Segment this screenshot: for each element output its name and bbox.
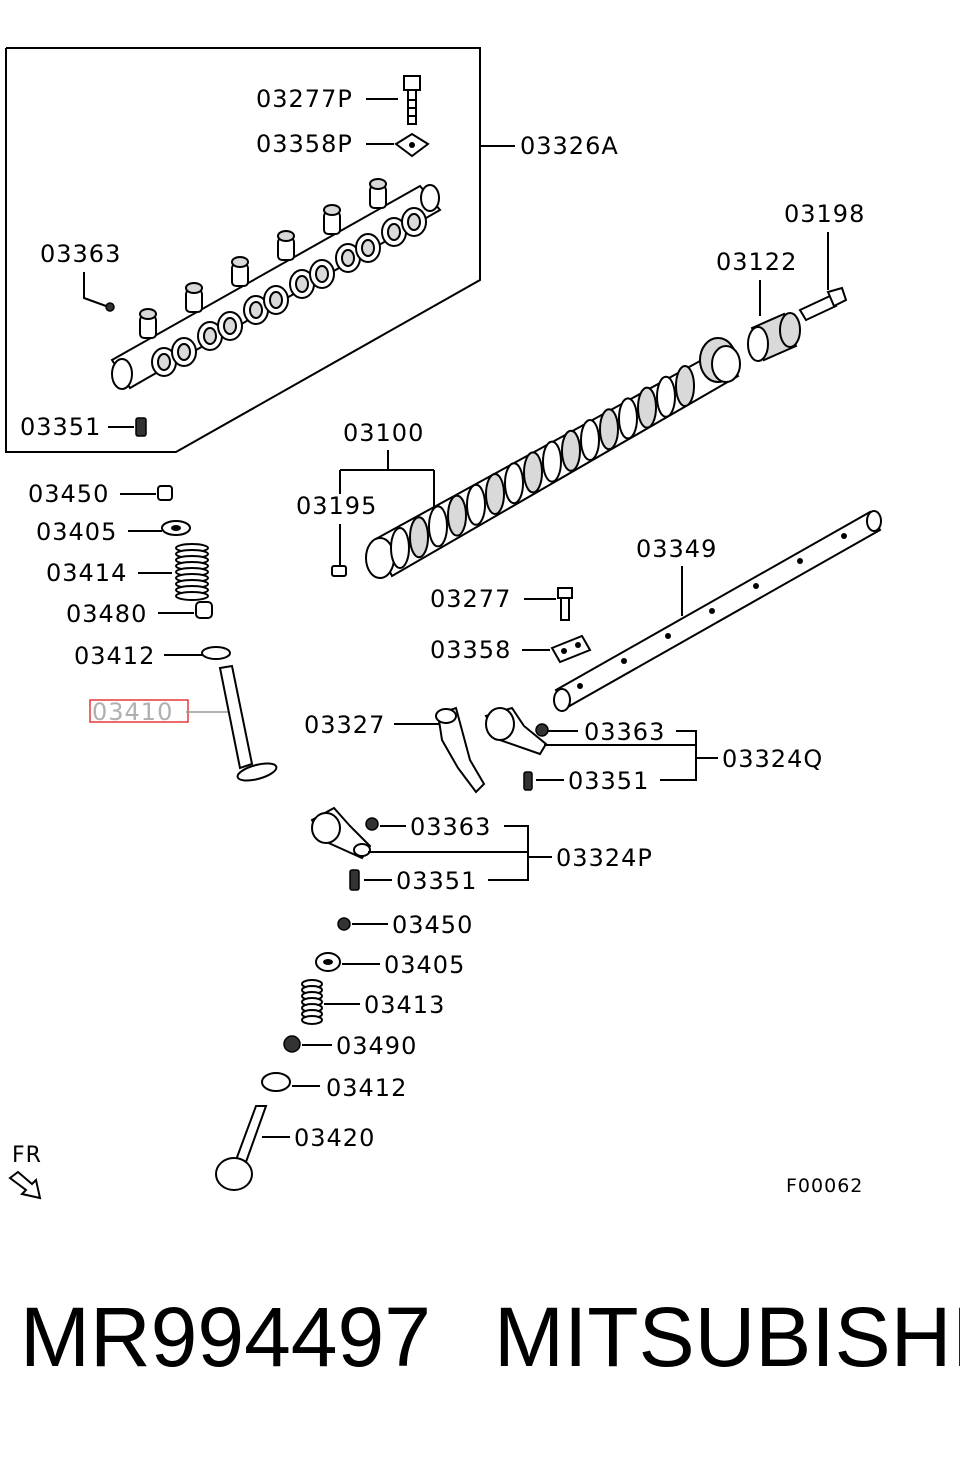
rocker-arm-p-group: 03363 03324P 03351 — [310, 806, 653, 895]
part-number: MR994497 — [20, 1290, 431, 1384]
label-03349[interactable]: 03349 — [636, 535, 717, 563]
rocker-shaft-assembly-icon — [110, 178, 442, 390]
spring-pin-low-icon — [349, 869, 360, 891]
rocker-shaft-icon — [553, 510, 882, 712]
label-03412-low[interactable]: 03412 — [326, 1074, 407, 1102]
front-arrow-icon — [8, 1170, 42, 1200]
label-03412-left[interactable]: 03412 — [74, 642, 155, 670]
label-03122[interactable]: 03122 — [716, 248, 797, 276]
dowel-pin-icon — [331, 565, 347, 577]
camshaft-group: 03198 03122 03100 03195 — [296, 200, 865, 579]
valve-spring-icon — [175, 543, 209, 601]
label-03405-low[interactable]: 03405 — [384, 951, 465, 979]
brand-name: MITSUBISHI — [494, 1290, 960, 1384]
rocker-shaft-group: 03349 03277 03358 — [430, 510, 882, 712]
shaft-bolt-icon — [557, 587, 573, 621]
rocker-arm-q-group: 03327 03363 03324Q 03351 — [304, 706, 823, 795]
label-03480[interactable]: 03480 — [66, 600, 147, 628]
shaft-plate-icon — [550, 634, 592, 664]
label-03358[interactable]: 03358 — [430, 636, 511, 664]
exhaust-valve-icon — [215, 1105, 268, 1191]
intake-valve-icon — [218, 664, 278, 782]
rocker-assembly-box: 03326A 03277P 03358P 03363 03351 — [5, 47, 619, 453]
label-03277[interactable]: 03277 — [430, 585, 511, 613]
intake-valve-group: 03450 03405 03414 03480 03412 03410 — [28, 480, 278, 782]
label-03405-left[interactable]: 03405 — [36, 518, 117, 546]
label-03358P[interactable]: 03358P — [256, 130, 353, 158]
label-03351-top[interactable]: 03351 — [20, 413, 101, 441]
front-direction-indicator: FR — [8, 1143, 42, 1200]
rocker-arm-icon — [435, 706, 486, 794]
spring-pin-mid-icon — [523, 771, 533, 791]
spring-pin-icon — [135, 417, 147, 437]
spring-seat-icon — [201, 646, 231, 660]
label-03363-low[interactable]: 03363 — [410, 813, 491, 841]
camshaft-bolt-icon — [798, 286, 848, 322]
label-03490[interactable]: 03490 — [336, 1032, 417, 1060]
label-03420[interactable]: 03420 — [294, 1124, 375, 1152]
label-03413[interactable]: 03413 — [364, 991, 445, 1019]
valve-seal-low-icon — [283, 1035, 301, 1053]
label-03326A[interactable]: 03326A — [520, 132, 619, 160]
label-03450-low[interactable]: 03450 — [392, 911, 473, 939]
label-03450-left[interactable]: 03450 — [28, 480, 109, 508]
label-03363-top[interactable]: 03363 — [40, 240, 121, 268]
camshaft-icon — [365, 337, 741, 579]
exhaust-valve-group: 03450 03405 03413 03490 03412 03420 — [215, 911, 473, 1191]
valve-seal-icon — [195, 601, 213, 619]
label-03100[interactable]: 03100 — [343, 419, 424, 447]
label-03363-mid[interactable]: 03363 — [584, 718, 665, 746]
fr-label: FR — [12, 1143, 42, 1168]
spring-seat-low-icon — [261, 1072, 291, 1092]
label-03324P[interactable]: 03324P — [556, 844, 653, 872]
highlight-box — [89, 699, 189, 723]
label-03277P[interactable]: 03277P — [256, 85, 353, 113]
rocker-arm-p-icon — [310, 806, 372, 860]
bolt-icon — [403, 75, 421, 125]
label-03198[interactable]: 03198 — [784, 200, 865, 228]
label-03327[interactable]: 03327 — [304, 711, 385, 739]
sprocket-spacer-icon — [747, 312, 801, 362]
label-03351-mid[interactable]: 03351 — [568, 767, 649, 795]
label-03324Q[interactable]: 03324Q — [722, 745, 823, 773]
label-03410[interactable]: 03410 — [92, 698, 173, 726]
label-03351-low[interactable]: 03351 — [396, 867, 477, 895]
label-03195[interactable]: 03195 — [296, 492, 377, 520]
retainer-lock-icon — [157, 485, 173, 501]
label-03414[interactable]: 03414 — [46, 559, 127, 587]
diagram-code: F00062 — [786, 1175, 863, 1197]
valve-spring-low-icon — [301, 979, 323, 1025]
